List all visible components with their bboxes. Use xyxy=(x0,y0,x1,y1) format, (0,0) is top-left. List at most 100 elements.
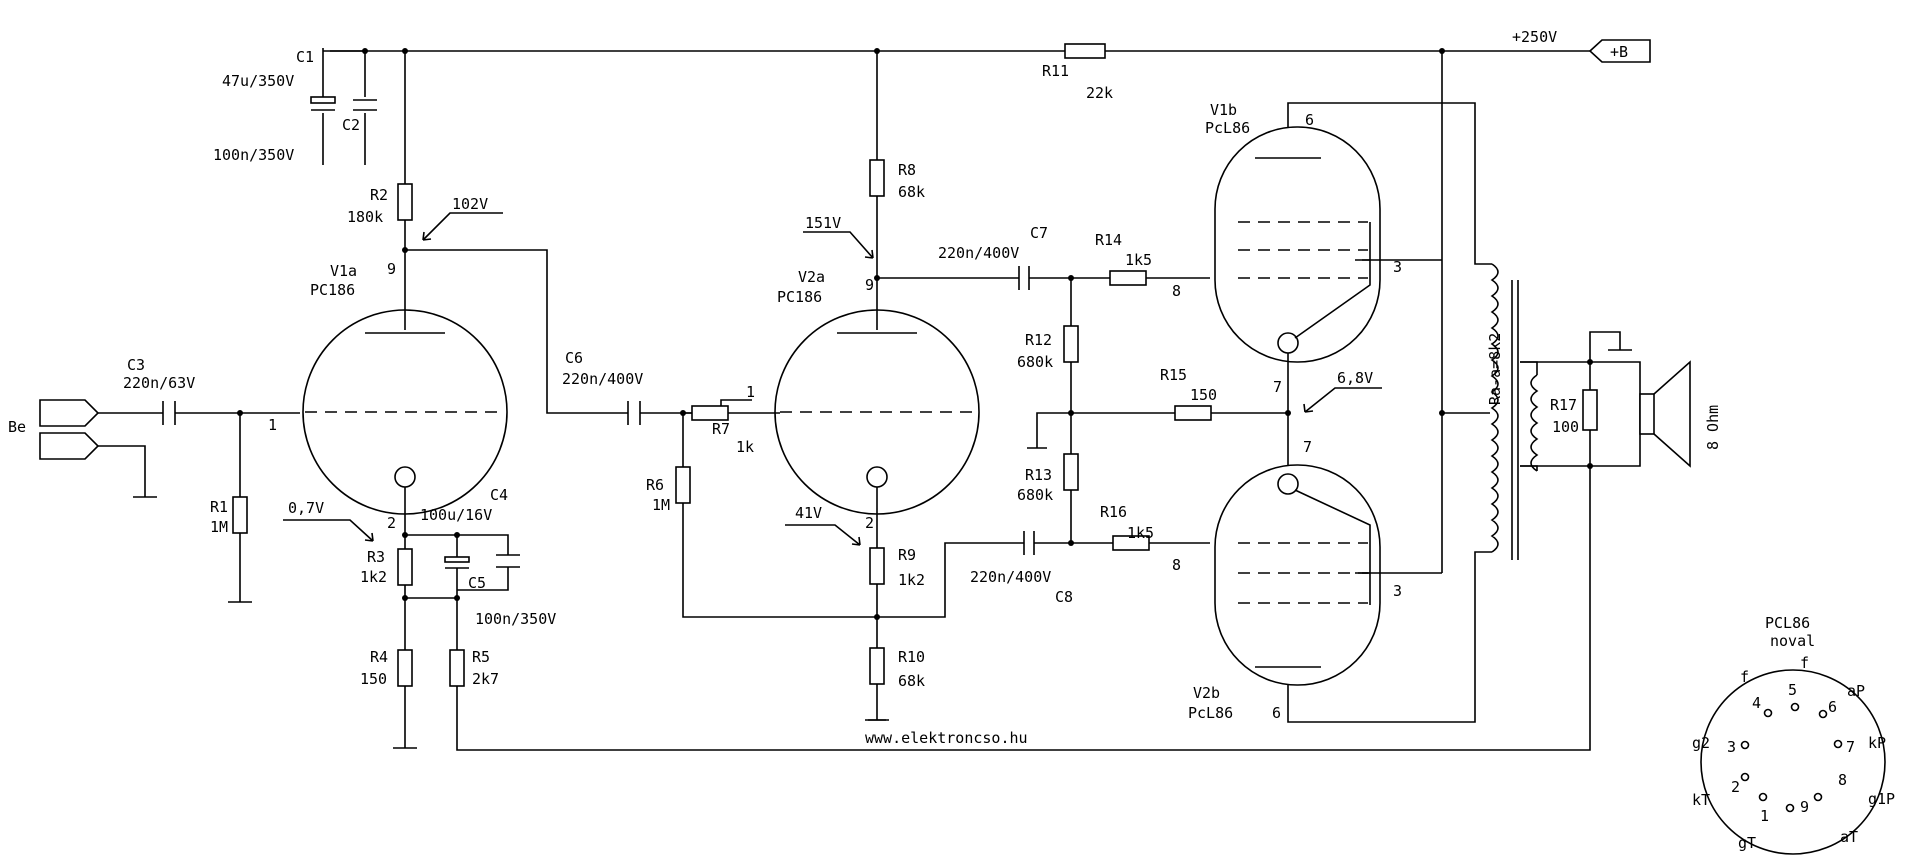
v1b-name: V1b xyxy=(1210,101,1237,119)
r6-name: R6 xyxy=(646,476,664,494)
r17-value: 100 xyxy=(1552,418,1579,436)
resistor-r12 xyxy=(1063,325,1079,363)
c5-name: C5 xyxy=(468,574,486,592)
v1b-pin3: 3 xyxy=(1393,258,1402,276)
v2-cathode-voltage: 41V xyxy=(795,504,822,522)
capacitors xyxy=(162,96,1035,569)
r9-value: 1k2 xyxy=(898,571,925,589)
c4-value: 100u/16V xyxy=(420,506,492,524)
pin-hole xyxy=(1833,739,1843,749)
pin-number-1: 1 xyxy=(1760,807,1769,825)
grounds xyxy=(133,349,1632,749)
pin-number-5: 5 xyxy=(1788,681,1797,699)
pin-label-g1p: g1P xyxy=(1868,790,1895,808)
pin-hole xyxy=(1813,792,1823,802)
supply-connector[interactable] xyxy=(1588,39,1651,63)
v1b-pin8: 8 xyxy=(1172,282,1181,300)
r11-value: 22k xyxy=(1086,84,1113,102)
speaker xyxy=(1639,360,1691,468)
c6-value: 220n/400V xyxy=(562,370,643,388)
v2a-name: V2a xyxy=(798,268,825,286)
pin-hole xyxy=(1790,702,1800,712)
c3-value: 220n/63V xyxy=(123,374,195,392)
power-cathode-voltage: 6,8V xyxy=(1337,369,1373,387)
c8-value: 220n/400V xyxy=(970,568,1051,586)
c5-value: 100n/350V xyxy=(475,610,556,628)
r12-value: 680k xyxy=(1017,353,1053,371)
capacitor-c4 xyxy=(444,556,470,569)
r17-name: R17 xyxy=(1550,396,1577,414)
capacitor-c3 xyxy=(162,401,176,425)
r11-name: R11 xyxy=(1042,62,1069,80)
pin-label-f-top: f xyxy=(1800,654,1809,672)
r5-value: 2k7 xyxy=(472,670,499,688)
v1-anode-voltage: 102V xyxy=(452,195,488,213)
r15-value: 150 xyxy=(1190,386,1217,404)
resistor-r1 xyxy=(232,496,248,534)
pin-number-8: 8 xyxy=(1838,771,1847,789)
v1a-pin1: 1 xyxy=(268,416,277,434)
resistor-r2 xyxy=(397,183,413,221)
c1-name: C1 xyxy=(296,48,314,66)
tube-v2a xyxy=(774,309,980,515)
resistor-r4 xyxy=(397,649,413,687)
capacitor-c1 xyxy=(310,96,336,111)
supply-voltage-label: +250V xyxy=(1512,28,1557,46)
c6-name: C6 xyxy=(565,349,583,367)
resistor-r11 xyxy=(1064,43,1106,59)
pin-label-at: aT xyxy=(1840,828,1858,846)
input-label: Be xyxy=(8,418,26,436)
resistor-r9 xyxy=(869,547,885,585)
resistor-r14 xyxy=(1109,270,1147,286)
v2b-type: PcL86 xyxy=(1188,704,1233,722)
pin-number-4: 4 xyxy=(1752,694,1761,712)
junction-dots xyxy=(237,48,1593,620)
resistor-r3 xyxy=(397,548,413,586)
tube-v1b xyxy=(1214,126,1381,363)
pin-hole xyxy=(1785,803,1795,813)
r13-name: R13 xyxy=(1025,466,1052,484)
pin-number-6: 6 xyxy=(1828,698,1837,716)
r10-name: R10 xyxy=(898,648,925,666)
pin-hole xyxy=(1740,740,1750,750)
c7-name: C7 xyxy=(1030,224,1048,242)
v1b-pin6: 6 xyxy=(1305,111,1314,129)
capacitor-c8 xyxy=(1023,531,1035,555)
v1-cathode-voltage: 0,7V xyxy=(288,499,324,517)
r7-name: R7 xyxy=(712,420,730,438)
capacitor-c2 xyxy=(353,99,377,111)
input-connector[interactable] xyxy=(39,399,100,460)
r1-value: 1M xyxy=(210,518,228,536)
pin-hole xyxy=(1758,792,1768,802)
pcl86-pinout: PCL86 noval 1 2 3 4 5 6 7 8 9 f f aP g2 … xyxy=(1692,614,1895,855)
pin-label-ap: aP xyxy=(1847,682,1865,700)
resistor-r5 xyxy=(449,649,465,687)
capacitor-c6 xyxy=(627,401,641,425)
pinout-title: PCL86 xyxy=(1765,614,1810,632)
r4-value: 150 xyxy=(360,670,387,688)
transformer-label: Ra-a=8k2 xyxy=(1486,333,1504,405)
r9-name: R9 xyxy=(898,546,916,564)
resistor-r13 xyxy=(1063,453,1079,491)
pin-number-2: 2 xyxy=(1731,778,1740,796)
r16-value: 1k5 xyxy=(1127,524,1154,542)
r8-value: 68k xyxy=(898,183,925,201)
r8-name: R8 xyxy=(898,161,916,179)
v1a-name: V1a xyxy=(330,262,357,280)
r2-name: R2 xyxy=(370,186,388,204)
c4-name: C4 xyxy=(490,486,508,504)
pin-label-kt: kT xyxy=(1692,791,1710,809)
pin-label-g2: g2 xyxy=(1692,734,1710,752)
pin-label-kp: kP xyxy=(1868,734,1886,752)
c7-value: 220n/400V xyxy=(938,244,1019,262)
pin-label-f-left: f xyxy=(1740,668,1749,686)
v2a-pin9: 9 xyxy=(865,276,874,294)
r10-value: 68k xyxy=(898,672,925,690)
r3-name: R3 xyxy=(367,548,385,566)
c2-name: C2 xyxy=(342,116,360,134)
v2a-pin1: 1 xyxy=(746,383,755,401)
v2b-pin3: 3 xyxy=(1393,582,1402,600)
resistor-r8 xyxy=(869,159,885,197)
resistor-r10 xyxy=(869,647,885,685)
